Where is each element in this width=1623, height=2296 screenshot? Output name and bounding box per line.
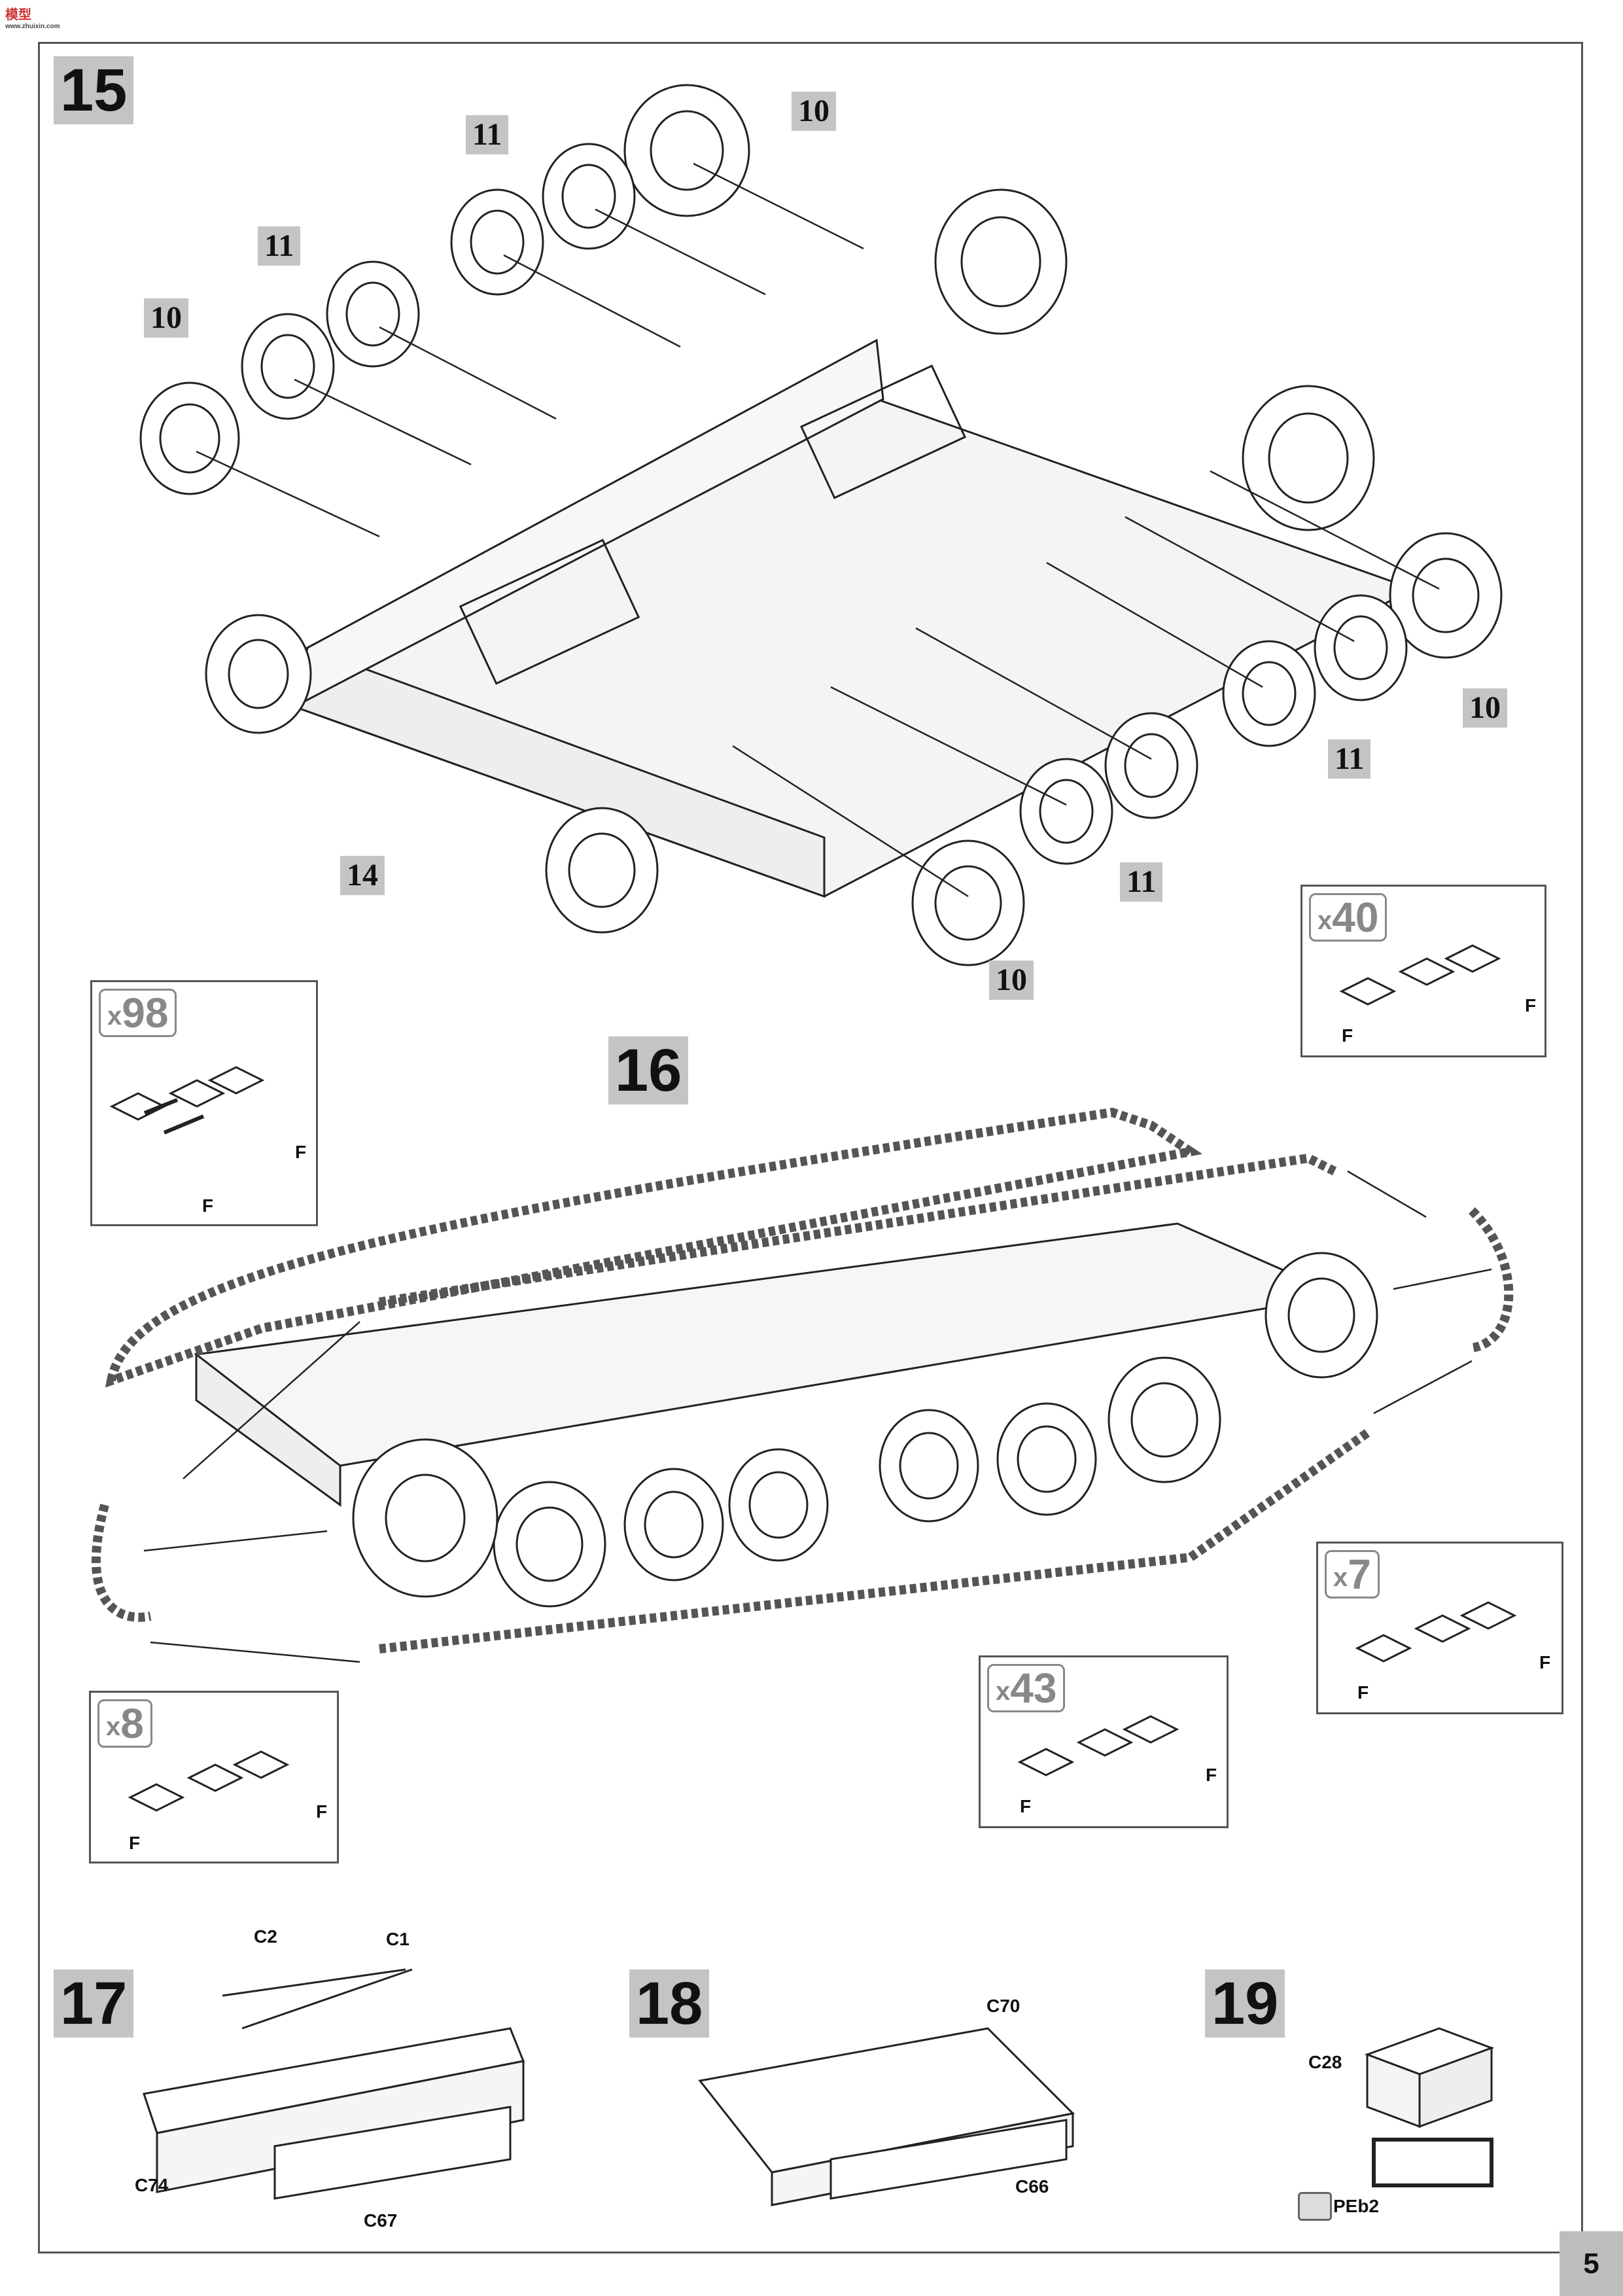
track-link-drawing	[1339, 944, 1501, 1006]
part-label-f: F	[1342, 1025, 1353, 1046]
step15-arrows	[196, 162, 1440, 898]
track-link-drawing	[1355, 1601, 1517, 1663]
count-badge: x8	[97, 1699, 152, 1748]
track-box-8: x8 F F	[89, 1691, 339, 1863]
track-box-40: x40 F F	[1300, 885, 1546, 1057]
step16-arrows	[143, 1170, 1492, 1663]
part-c28: C28	[1308, 2052, 1342, 2072]
count-badge: x43	[987, 1664, 1066, 1712]
step-17-number: 17	[54, 1969, 134, 2038]
count-badge: x98	[99, 989, 177, 1037]
count-badge: x7	[1325, 1550, 1380, 1598]
part-c1: C1	[386, 1929, 410, 1949]
step15-hull-drawing	[292, 338, 1416, 898]
track-box-98: x98 F F	[90, 980, 318, 1226]
step-15-number: 15	[54, 56, 134, 124]
part-c66: C66	[1015, 2176, 1049, 2197]
page-number: 5	[1560, 2231, 1623, 2296]
part-label-f: F	[129, 1833, 141, 1853]
track-link-drawing	[109, 1066, 265, 1135]
callout-14: 14	[340, 856, 385, 895]
step15-road-wheels	[139, 84, 1503, 966]
callout-11-left: 11	[258, 226, 301, 266]
step18-drawing	[698, 2027, 1075, 2206]
part-label-f: F	[295, 1142, 307, 1162]
step16-wheels	[352, 1252, 1378, 1608]
callout-10-bottom: 10	[989, 961, 1034, 1000]
step-16-number: 16	[608, 1036, 689, 1104]
callout-11-top: 11	[466, 115, 509, 154]
callout-10-right: 10	[1463, 688, 1507, 728]
part-label-f: F	[1206, 1765, 1217, 1785]
step16-tracks	[91, 1107, 1514, 1653]
callout-11-bottom: 11	[1120, 862, 1163, 902]
part-c74: C74	[135, 2175, 169, 2195]
step17-drawing	[143, 1968, 525, 2200]
part-label-f: F	[316, 1801, 328, 1822]
track-box-7: x7 F F	[1316, 1542, 1563, 1714]
callout-10-top: 10	[792, 92, 836, 131]
part-label-f: F	[1020, 1796, 1032, 1816]
logo-text: 模型	[5, 8, 31, 22]
step19-drawing	[1364, 2027, 1495, 2187]
count-badge: x40	[1309, 893, 1387, 942]
part-label-f: F	[1525, 995, 1537, 1016]
step-18-number: 18	[629, 1969, 710, 2038]
step-19-number: 19	[1205, 1969, 1285, 2038]
part-c70: C70	[986, 1996, 1021, 2016]
part-label-f: F	[1357, 1682, 1369, 1703]
logo-url: www.zhuixin.com	[5, 23, 60, 30]
part-label-f: F	[1539, 1652, 1551, 1672]
track-box-43: x43 F F	[979, 1655, 1229, 1828]
part-label-f: F	[202, 1195, 214, 1216]
part-peb2: PEb2	[1333, 2196, 1380, 2216]
callout-10-left: 10	[144, 298, 188, 338]
photo-etch-icon	[1298, 2192, 1332, 2221]
page-frame	[38, 42, 1583, 2253]
callout-11-right: 11	[1328, 739, 1371, 779]
track-link-drawing	[128, 1750, 290, 1812]
part-c67: C67	[364, 2210, 398, 2231]
track-link-drawing	[1017, 1715, 1179, 1776]
part-c2: C2	[254, 1926, 277, 1947]
